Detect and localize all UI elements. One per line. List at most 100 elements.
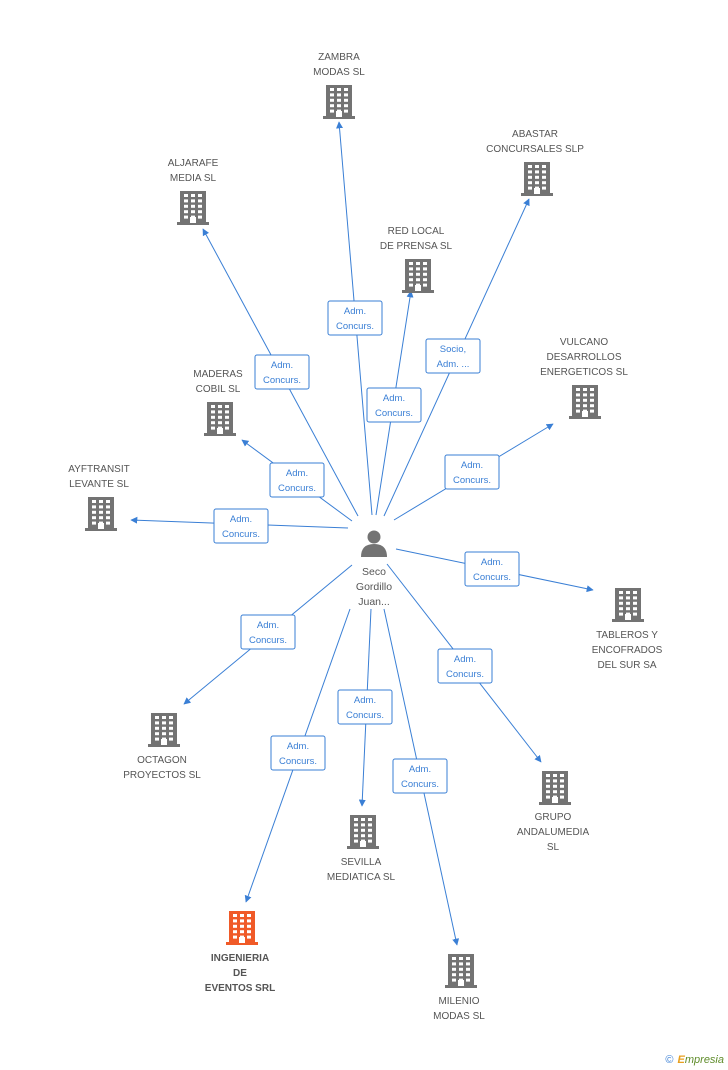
relation-label: Concurs. — [401, 779, 439, 790]
relation-label: Concurs. — [263, 375, 301, 386]
company-node-abastar[interactable]: ABASTAR CONCURSALES SLP — [486, 129, 584, 196]
company-name: ABASTAR — [512, 129, 558, 140]
relation-label: Concurs. — [222, 529, 260, 540]
building-icon — [323, 85, 355, 119]
edge-milenio: Adm. Concurs. — [383, 608, 460, 946]
relation-label: Concurs. — [278, 483, 316, 494]
company-name: DE PRENSA SL — [380, 241, 453, 252]
relation-label: Adm. — [230, 514, 252, 525]
company-name: CONCURSALES SLP — [486, 144, 584, 155]
company-name: VULCANO — [560, 337, 609, 348]
company-name: AYFTRANSIT — [68, 464, 129, 475]
building-icon — [569, 385, 601, 419]
relation-label: Concurs. — [249, 635, 287, 646]
building-icon — [539, 771, 571, 805]
building-icon — [148, 713, 180, 747]
company-name: LEVANTE SL — [69, 479, 129, 490]
company-name: COBIL SL — [196, 384, 241, 395]
edge-abastar: Socio,Adm. ... — [383, 198, 530, 517]
relation-label: Adm. — [383, 393, 405, 404]
person-name: Juan... — [358, 596, 390, 608]
company-name: MODAS SL — [313, 67, 365, 78]
relation-badge[interactable]: Adm. Concurs. — [270, 735, 326, 771]
edge-zambra: Adm. Concurs. — [327, 121, 383, 516]
building-icon — [521, 162, 553, 196]
edge-ayftransit: Adm. Concurs. — [130, 508, 349, 544]
relation-label: Concurs. — [375, 408, 413, 419]
relation-label: Adm. — [344, 306, 366, 317]
company-name: TABLEROS Y — [596, 630, 658, 641]
building-icon — [85, 497, 117, 531]
company-node-red-local[interactable]: RED LOCAL DE PRENSA SL — [380, 226, 453, 293]
edge-red-local: Adm. Concurs. — [366, 290, 422, 516]
person-icon — [361, 530, 387, 557]
company-name: ALJARAFE — [168, 158, 219, 169]
building-icon — [204, 402, 236, 436]
relation-badge[interactable]: Adm. Concurs. — [392, 758, 448, 794]
empresia-watermark: ©Empresia — [665, 1054, 724, 1066]
relation-label: Adm. — [481, 557, 503, 568]
building-icon — [226, 911, 258, 945]
company-name: OCTAGON — [137, 755, 187, 766]
company-name: MADERAS — [193, 369, 243, 380]
edge-grupo: Adm. Concurs. — [386, 563, 542, 763]
relation-badge[interactable]: Adm.Concurs. — [464, 551, 520, 587]
company-name: ANDALUMEDIA — [517, 827, 590, 838]
company-name: RED LOCAL — [388, 226, 445, 237]
company-node-grupo[interactable]: GRUPO ANDALUMEDIA SL — [517, 771, 590, 853]
relation-badge[interactable]: Adm.Concurs. — [337, 689, 393, 725]
relation-label: Concurs. — [446, 669, 484, 680]
person-node[interactable]: SecoGordilloJuan... — [356, 530, 392, 609]
relation-badge[interactable]: Socio,Adm. ... — [425, 338, 481, 374]
company-name: INGENIERIA — [211, 953, 269, 964]
relation-badge[interactable]: Adm. Concurs. — [366, 387, 422, 423]
company-name: EVENTOS SRL — [205, 983, 275, 994]
company-name: PROYECTOS SL — [123, 770, 201, 781]
relation-label: Adm. — [454, 654, 476, 665]
relation-label: Adm. — [286, 468, 308, 479]
company-name: DE — [233, 968, 247, 979]
company-name: MILENIO — [438, 996, 479, 1007]
relation-badge[interactable]: Adm.Concurs. — [240, 614, 296, 650]
relation-label: Concurs. — [336, 321, 374, 332]
company-name: MODAS SL — [433, 1011, 485, 1022]
company-name: GRUPO — [535, 812, 572, 823]
company-node-milenio[interactable]: MILENIO MODAS SL — [433, 954, 485, 1022]
company-node-ayftransit[interactable]: AYFTRANSIT LEVANTE SL — [68, 464, 130, 531]
edge-tableros: Adm.Concurs. — [395, 548, 594, 593]
edge-maderas: Adm. Concurs. — [241, 439, 353, 522]
copyright-symbol: © — [665, 1054, 674, 1066]
person-name: Gordillo — [356, 581, 392, 593]
company-node-octagon[interactable]: OCTAGON PROYECTOS SL — [123, 713, 201, 781]
relation-label: Adm. — [409, 764, 431, 775]
edge-sevilla: Adm.Concurs. — [337, 608, 393, 807]
building-icon — [347, 815, 379, 849]
building-icon — [177, 191, 209, 225]
edge-vulcano: Adm.Concurs. — [393, 423, 554, 521]
company-name: SL — [547, 842, 560, 853]
building-icon — [445, 954, 477, 988]
building-icon — [402, 259, 434, 293]
relation-label: Socio, — [440, 344, 466, 355]
relation-label: Adm. — [287, 741, 309, 752]
relation-label: Concurs. — [346, 710, 384, 721]
relation-badge[interactable]: Adm. Concurs. — [437, 648, 493, 684]
relation-label: Adm. — [271, 360, 293, 371]
relation-label: Adm. — [461, 460, 483, 471]
relation-label: Concurs. — [279, 756, 317, 767]
company-node-ingenieria[interactable]: INGENIERIA DE EVENTOS SRL — [205, 911, 275, 994]
company-name: DEL SUR SA — [597, 660, 656, 671]
company-name: MEDIATICA SL — [327, 872, 396, 883]
relation-badge[interactable]: Adm. Concurs. — [213, 508, 269, 544]
relation-badge[interactable]: Adm. Concurs. — [327, 300, 383, 336]
relation-badge[interactable]: Adm. Concurs. — [254, 354, 310, 390]
relation-badge[interactable]: Adm. Concurs. — [269, 462, 325, 498]
relation-badge[interactable]: Adm.Concurs. — [444, 454, 500, 490]
company-node-maderas[interactable]: MADERAS COBIL SL — [193, 369, 243, 436]
